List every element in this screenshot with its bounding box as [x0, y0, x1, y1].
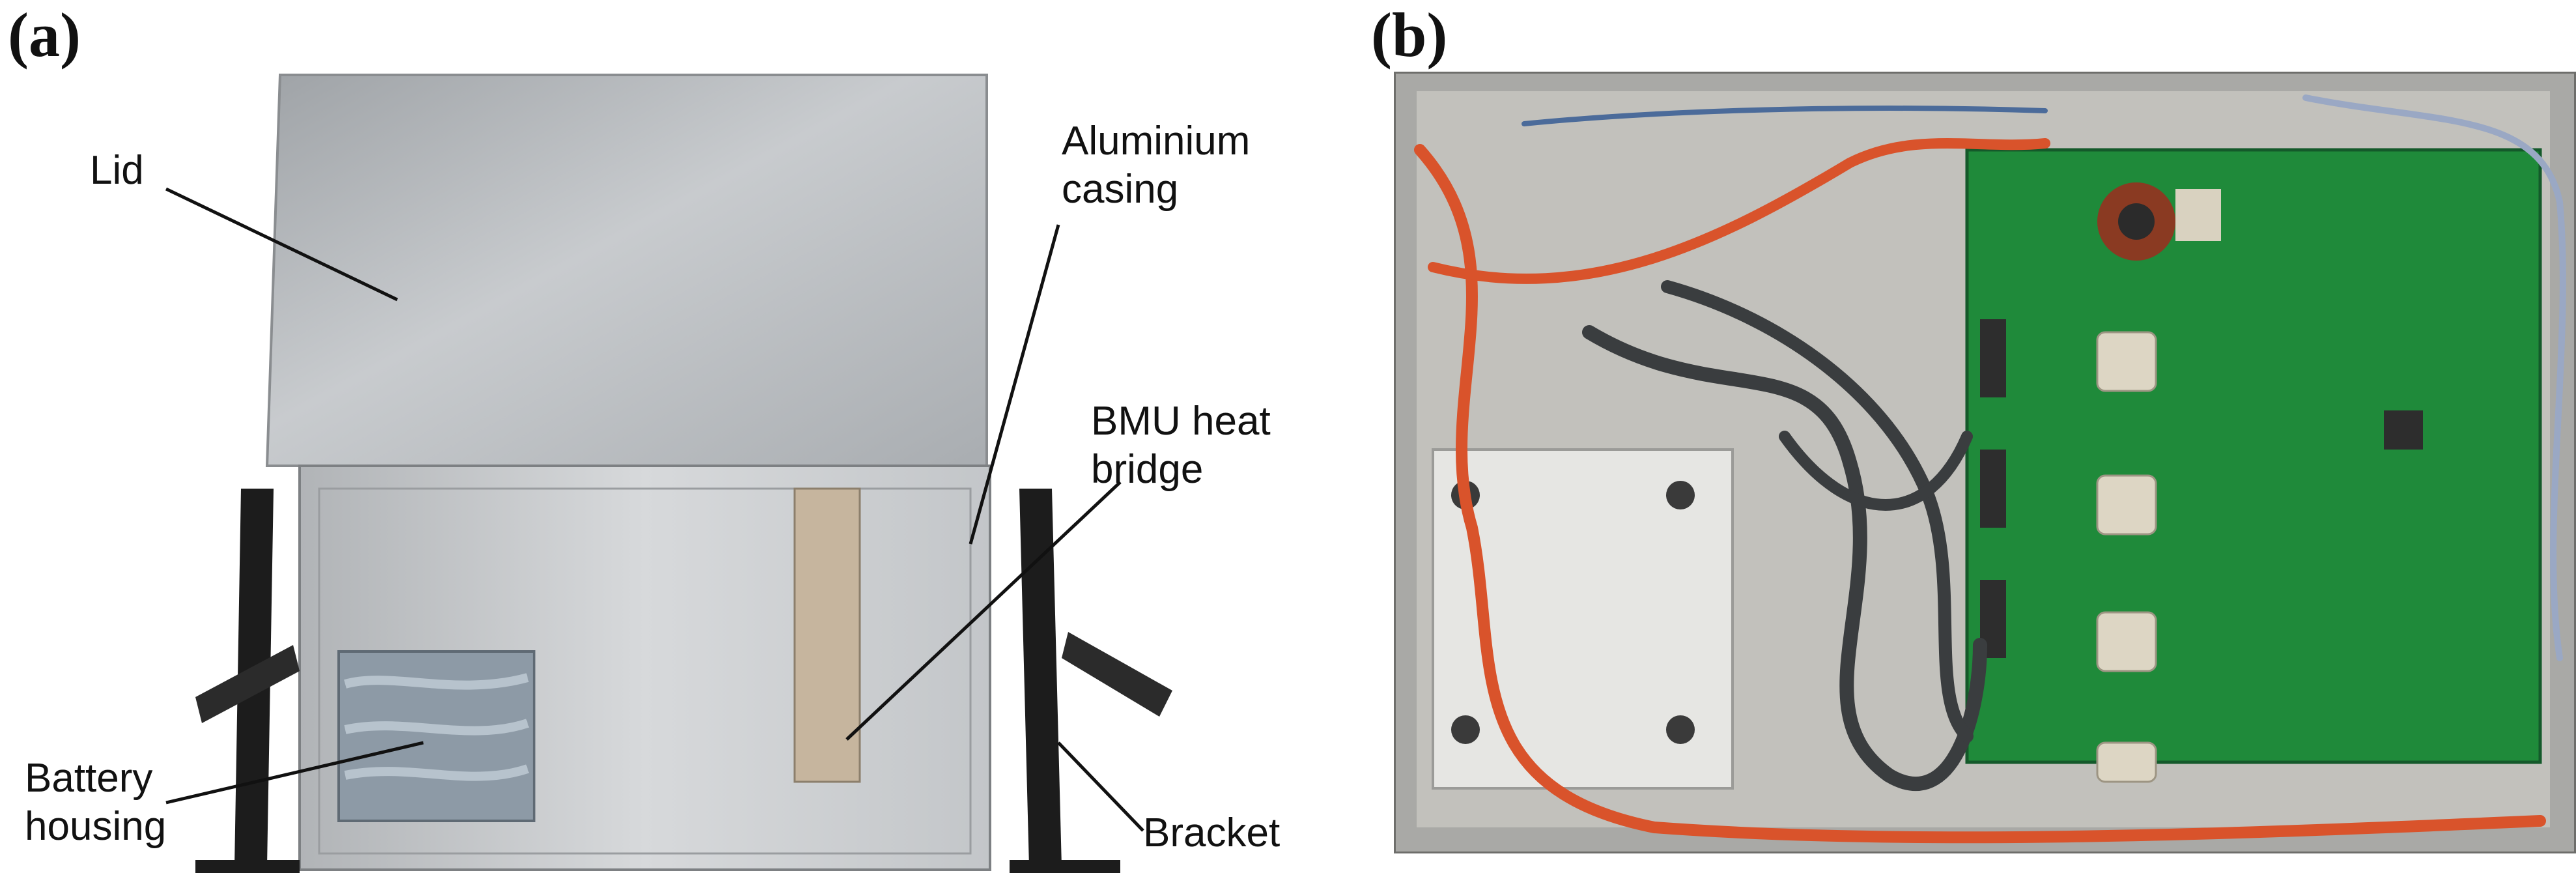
label-bmu-heat-bridge-line1: BMU heat: [1091, 399, 1271, 444]
label-battery-housing-line2: housing: [25, 804, 167, 849]
label-bracket: Bracket: [1143, 810, 1281, 855]
panel-b-letter: (b): [1371, 0, 1448, 70]
lid-surface: [265, 74, 988, 467]
label-battery-housing-line1: Battery: [25, 756, 153, 801]
panel-a-letter: (a): [8, 0, 81, 70]
label-battery-housing: Battery housing: [25, 754, 166, 851]
left-bracket-arm: [195, 645, 300, 723]
label-aluminium-casing-line1: Aluminium: [1062, 119, 1251, 164]
label-bmu-heat-bridge-line2: bridge: [1091, 447, 1204, 492]
photo-bmu-interior: [1394, 72, 2576, 853]
right-bracket-arm: [1062, 632, 1172, 717]
pcb-board: [1965, 148, 2542, 764]
orange-cable: [1414, 144, 2546, 844]
label-aluminium-casing: Aluminium casing: [1062, 117, 1250, 214]
label-lid: Lid: [90, 148, 144, 193]
grey-cable: [1582, 325, 1987, 792]
bmu-heat-bridge: [793, 487, 861, 783]
label-bmu-heat-bridge: BMU heat bridge: [1091, 397, 1271, 494]
label-aluminium-casing-line2: casing: [1062, 167, 1179, 212]
right-bracket: [1019, 489, 1062, 866]
